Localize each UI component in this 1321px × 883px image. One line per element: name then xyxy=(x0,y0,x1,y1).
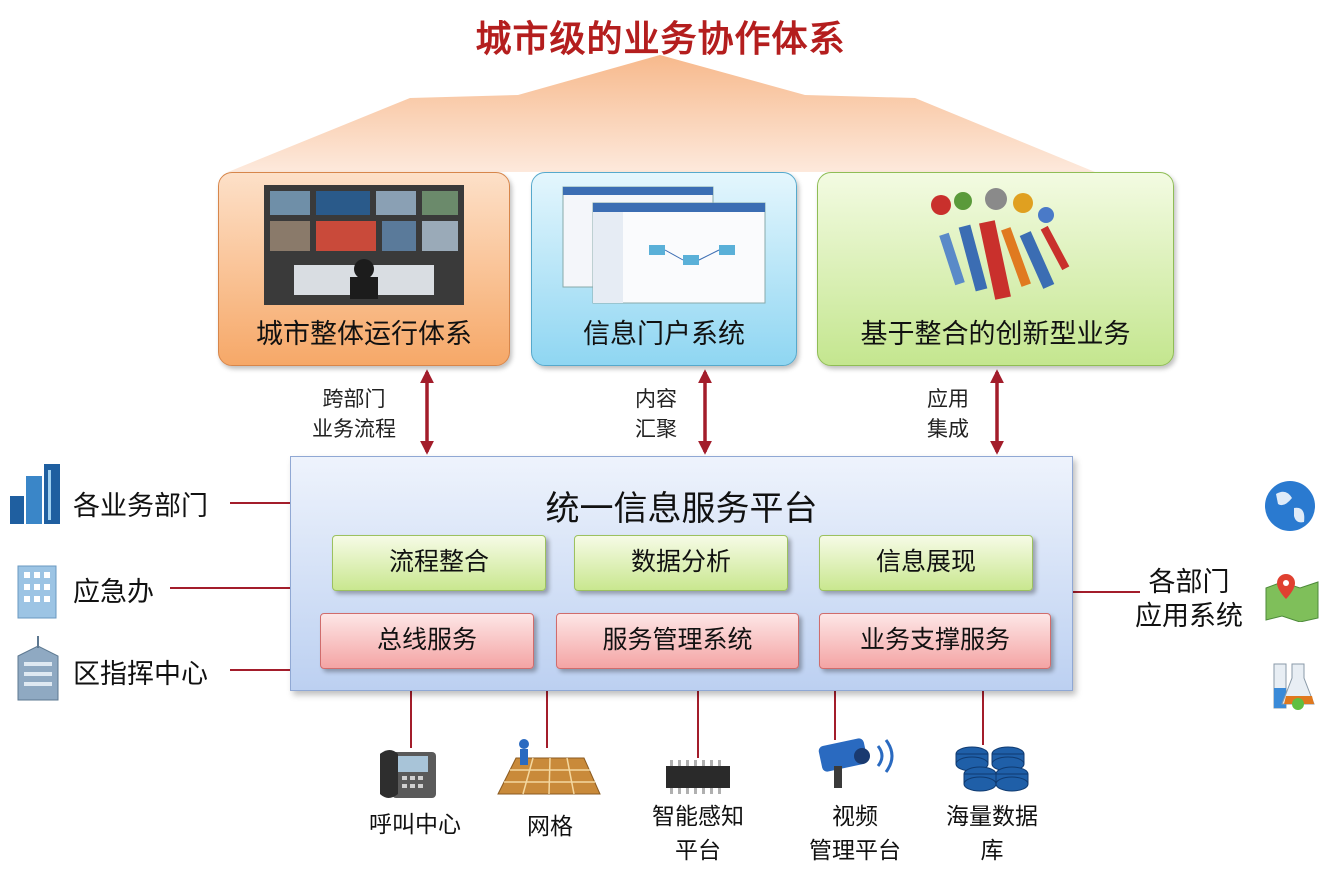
control-room-icon xyxy=(264,185,464,305)
tower-building-icon xyxy=(17,636,59,701)
arrow-label-cross-dept: 跨部门 业务流程 xyxy=(312,387,396,441)
bottom-item-call-center: 呼叫中心 xyxy=(369,812,461,838)
chip-icon xyxy=(666,760,730,794)
module-service-management: 服务管理系统 xyxy=(556,613,799,669)
phone-icon xyxy=(380,750,436,798)
globe-icon xyxy=(1265,481,1315,531)
grid-person-icon xyxy=(497,739,601,795)
bottom-item-massive-database: 海量数据 库 xyxy=(946,804,1038,864)
info-portal-box: 信息门户系统 xyxy=(531,172,797,366)
camera-icon xyxy=(818,738,894,788)
left-item-district-command: 区指挥中心 xyxy=(73,659,208,690)
platform-title: 统一信息服务平台 xyxy=(545,489,818,529)
info-portal-label: 信息门户系统 xyxy=(583,319,745,350)
arrow-label-application: 应用 集成 xyxy=(927,387,969,441)
diagram-title: 城市级的业务协作体系 xyxy=(475,19,846,60)
database-icon xyxy=(955,746,1029,792)
innovation-business-label: 基于整合的创新型业务 xyxy=(860,319,1131,350)
city-operation-label: 城市整体运行体系 xyxy=(256,319,472,350)
lab-flask-icon xyxy=(1273,663,1315,710)
buildings-icon xyxy=(10,464,60,524)
module-bus-service: 总线服务 xyxy=(320,613,534,669)
module-business-support: 业务支撑服务 xyxy=(819,613,1051,669)
portal-screenshot-icon xyxy=(562,186,766,304)
bottom-item-smart-sensing: 智能感知 平台 xyxy=(652,804,744,864)
unified-platform: 统一信息服务平台 流程整合 数据分析 信息展现 总线服务 服务管理系统 业务支撑… xyxy=(290,456,1073,691)
module-process-integration: 流程整合 xyxy=(332,535,546,591)
left-item-emergency-office: 应急办 xyxy=(73,577,154,608)
arrow-label-content: 内容 汇聚 xyxy=(635,387,677,441)
city-operation-box: 城市整体运行体系 xyxy=(218,172,510,366)
left-item-departments: 各业务部门 xyxy=(73,491,208,522)
bottom-item-grid: 网格 xyxy=(527,814,573,840)
innovation-business-box: 基于整合的创新型业务 xyxy=(817,172,1174,366)
roof-shape xyxy=(228,55,1095,172)
right-app-systems: 各部门 应用系统 xyxy=(1135,567,1243,632)
module-info-display: 信息展现 xyxy=(819,535,1033,591)
map-pin-icon xyxy=(1265,574,1319,622)
module-data-analysis: 数据分析 xyxy=(574,535,788,591)
process-wordcloud-icon xyxy=(930,188,1069,300)
bottom-item-video-platform: 视频 管理平台 xyxy=(809,804,901,864)
office-building-icon xyxy=(17,565,57,619)
